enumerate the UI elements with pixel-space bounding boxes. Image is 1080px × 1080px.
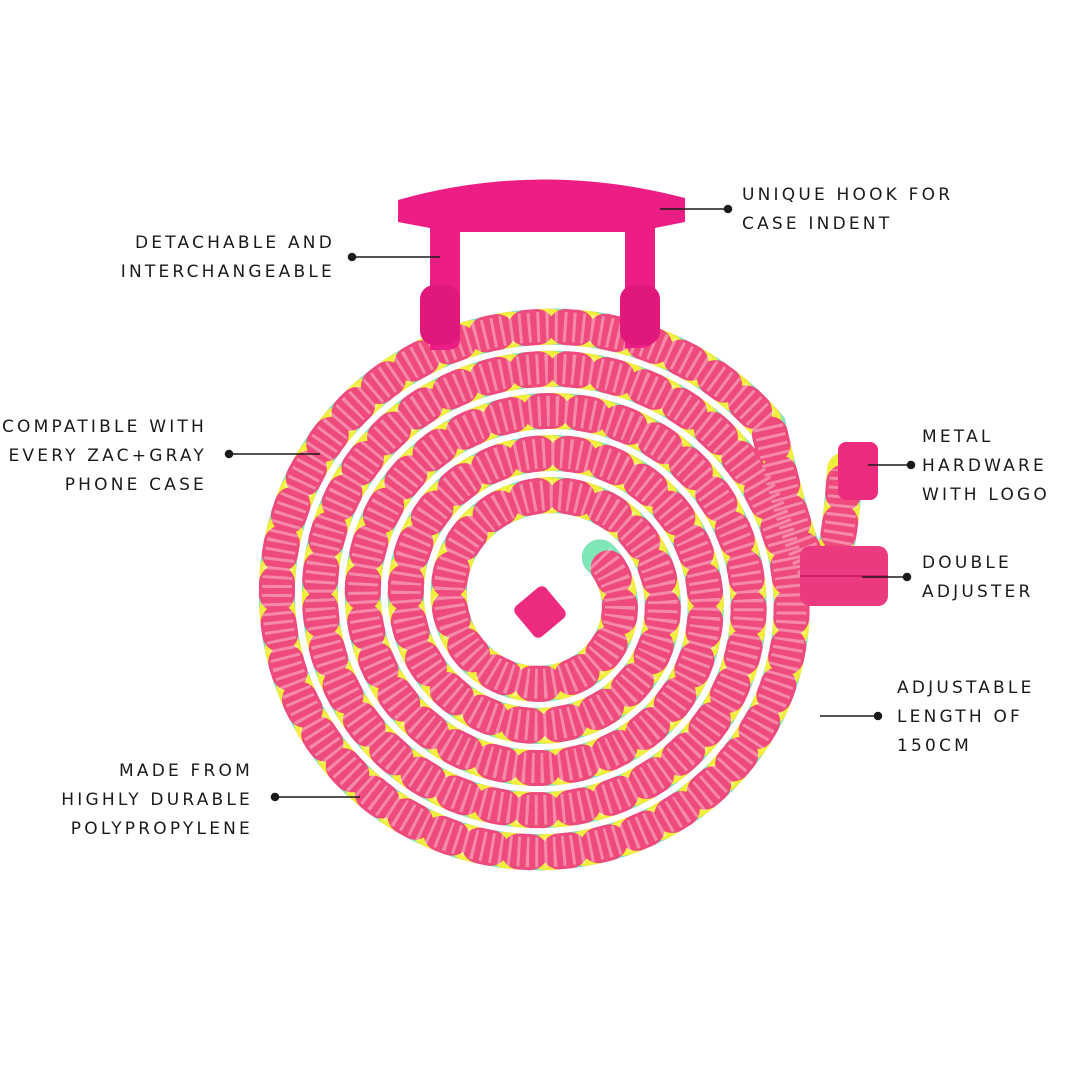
- callout-line: INTERCHANGEABLE: [120, 262, 335, 282]
- callout-line: DETACHABLE AND: [134, 233, 335, 253]
- callout-dot: [347, 252, 357, 262]
- rope-braid-texture: [261, 311, 860, 868]
- callout-line: COMPATIBLE WITH: [1, 417, 207, 437]
- callout-line: UNIQUE HOOK FOR: [742, 185, 954, 205]
- callout-line: LENGTH OF: [897, 707, 1024, 727]
- callout-hook: UNIQUE HOOK FOR CASE INDENT: [742, 181, 953, 239]
- metal-hardware-icon: [838, 442, 878, 500]
- callout-line: 150CM: [897, 736, 972, 756]
- callout-line: DOUBLE: [922, 553, 1012, 573]
- double-adjuster-icon: [800, 546, 888, 606]
- callout-line: CASE INDENT: [742, 214, 893, 234]
- callout-material: MADE FROM HIGHLY DURABLE POLYPROPYLENE: [61, 757, 253, 844]
- hook-icon: [398, 179, 685, 350]
- callout-compatible: COMPATIBLE WITH EVERY ZAC+GRAY PHONE CAS…: [2, 413, 207, 500]
- callout-line: HARDWARE: [922, 456, 1047, 476]
- callout-metal-hardware: METAL HARDWARE WITH LOGO: [922, 423, 1050, 510]
- callout-dot: [873, 711, 883, 721]
- callout-dot: [224, 449, 234, 459]
- callout-length: ADJUSTABLE LENGTH OF 150CM: [897, 674, 1035, 761]
- callout-dot: [723, 204, 733, 214]
- callout-dot: [906, 460, 916, 470]
- callout-line: ADJUSTER: [922, 582, 1034, 602]
- callout-line: POLYPROPYLENE: [70, 819, 253, 839]
- callout-line: EVERY ZAC+GRAY: [8, 446, 207, 466]
- callout-dot: [902, 572, 912, 582]
- callout-line: PHONE CASE: [64, 475, 207, 495]
- callout-line: WITH LOGO: [922, 485, 1050, 505]
- callout-double-adjuster: DOUBLE ADJUSTER: [922, 549, 1034, 607]
- callout-dot: [270, 792, 280, 802]
- callout-line: MADE FROM: [119, 761, 253, 781]
- callout-line: METAL: [922, 427, 994, 447]
- callout-line: ADJUSTABLE: [897, 678, 1035, 698]
- rope-strand-layer: [258, 308, 863, 871]
- rope-end-cap-icon: [514, 586, 566, 638]
- callout-detachable: DETACHABLE AND INTERCHANGEABLE: [121, 229, 335, 287]
- braided-rope-coil: [258, 308, 863, 871]
- callout-line: HIGHLY DURABLE: [61, 790, 253, 810]
